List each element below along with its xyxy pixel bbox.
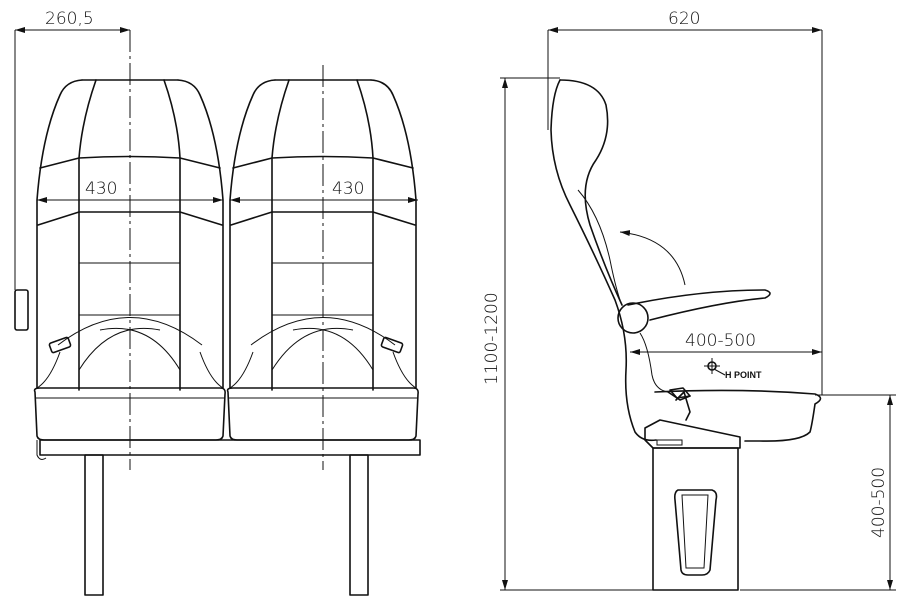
seat-height-dimension: 400-500 [869,467,889,538]
left-seat-width: 430 [85,179,117,199]
belt-buckle-right [380,336,404,354]
right-seat-width: 430 [332,179,364,199]
offset-dimension: 260,5 [45,9,94,29]
side-view: H POINT 620 1100-1200 400-500 400-500 [482,9,896,591]
base-rail [39,439,421,456]
hpoint-distance: 400-500 [685,331,756,351]
side-handle [14,289,29,331]
left-leg [84,454,104,596]
right-leg [349,454,369,596]
h-point-marker [704,358,726,376]
belt-buckle-left [48,336,72,354]
pedestal [652,447,739,591]
h-point-label: H POINT [725,370,762,380]
front-view: 260,5 430 430 [14,9,421,596]
depth-dimension: 620 [668,9,700,29]
height-dimension: 1100-1200 [482,292,502,385]
